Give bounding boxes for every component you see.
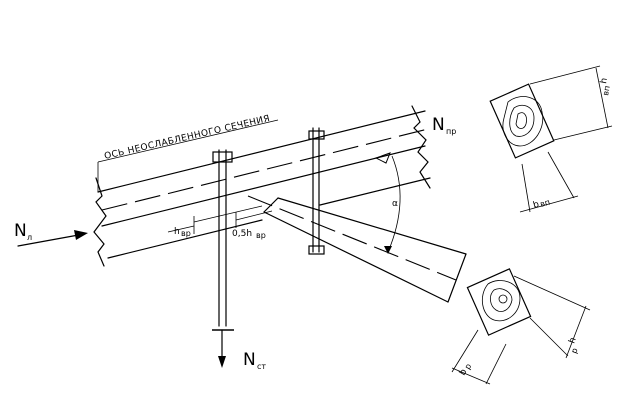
half-hvr-label: 0,5h <box>232 229 252 239</box>
half-hvr-sub: вр <box>256 231 266 240</box>
n-right-label: N <box>432 115 445 135</box>
lower-section-h-label: h <box>567 336 578 345</box>
lower-section-detail <box>451 268 591 385</box>
hvr-dimension <box>167 205 263 234</box>
upper-section-b-sub: вп <box>539 198 551 209</box>
n-left-label: N <box>14 221 27 241</box>
upper-section-detail <box>489 65 613 213</box>
n-vertical-sub: ст <box>257 362 266 371</box>
upper-section-h-label: h <box>599 77 610 84</box>
hvr-sub: вр <box>181 229 191 238</box>
diagonal-brace <box>247 195 467 303</box>
left-force-arrow <box>17 230 88 247</box>
angle-arc <box>374 152 401 254</box>
n-left-sub: л <box>27 233 32 242</box>
n-right-sub: пр <box>446 127 456 136</box>
left-break-line <box>93 177 107 267</box>
lower-section-b-label: b <box>458 367 470 377</box>
lower-section-h-sub: р <box>569 347 579 355</box>
bolt-upper <box>308 127 325 255</box>
angle-label: α <box>392 199 398 209</box>
upper-section-b-label: b <box>532 200 541 211</box>
upper-chord <box>97 110 431 259</box>
right-break-line <box>411 105 431 189</box>
half-hvr-dimension <box>235 210 273 228</box>
axis-caption-group: ОСЬ НЕОСЛАБЛЕННОГО СЕЧЕНИЯ <box>97 114 279 192</box>
n-vertical-label: N <box>243 350 256 370</box>
hvr-label: h <box>174 227 180 237</box>
arrow-right-icon <box>74 230 88 240</box>
upper-section-h-sub: вп <box>601 85 612 96</box>
arrow-down-icon <box>218 356 226 368</box>
vertical-strut <box>212 149 234 368</box>
lower-section-b-sub: р <box>463 362 473 371</box>
